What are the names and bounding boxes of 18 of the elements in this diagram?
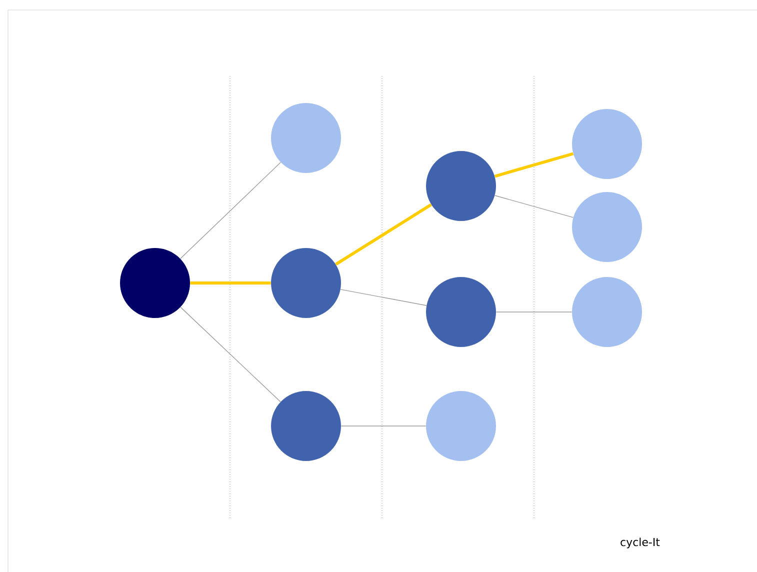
circle-node	[426, 150, 496, 221]
connector-line	[494, 195, 574, 218]
circle-node	[120, 248, 190, 318]
connector-line	[340, 289, 427, 306]
connector-line	[494, 152, 574, 178]
circle-node	[426, 390, 496, 461]
circle-node	[271, 248, 341, 318]
connector-line	[180, 306, 281, 402]
circle-node	[426, 276, 496, 347]
circle-node	[271, 390, 341, 461]
circle-node	[572, 192, 642, 262]
circle-node	[572, 276, 642, 347]
label: cycle-It	[620, 538, 660, 548]
connector-line	[180, 162, 281, 259]
circle-node	[572, 108, 642, 179]
connector-line	[190, 282, 271, 284]
circle-node	[271, 103, 341, 173]
connector-line	[335, 203, 432, 266]
